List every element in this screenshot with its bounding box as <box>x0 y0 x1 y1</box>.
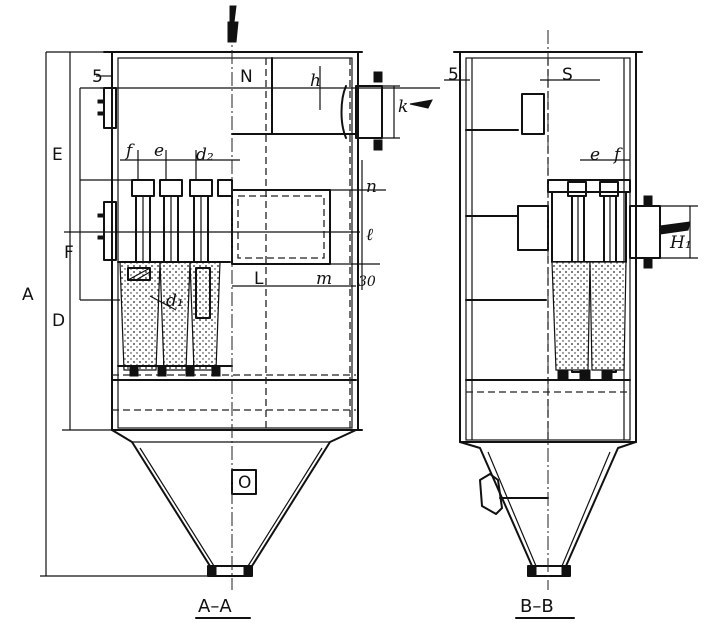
inlet-box <box>231 189 331 265</box>
inlet-duct-b <box>629 205 661 259</box>
label-f-small: f <box>124 141 135 161</box>
cyclone-group-a <box>117 179 233 377</box>
label-l-small: ℓ <box>366 225 373 245</box>
cyclone-group-b <box>547 179 631 381</box>
label-a-dim: A <box>22 285 34 305</box>
label-d1: d₁ <box>166 291 184 311</box>
outlet-duct <box>355 85 383 139</box>
label-n-small: n <box>366 177 377 197</box>
label-h: h <box>310 71 321 91</box>
label-d-dim: D <box>52 311 65 331</box>
caption-view-a: A–A <box>198 596 232 617</box>
label-e-b: e <box>590 145 600 165</box>
label-k: k <box>398 97 408 117</box>
caption-view-b: B–B <box>520 596 554 617</box>
label-l-upper: L <box>254 269 264 289</box>
label-s-upper-b: S <box>562 65 573 85</box>
label-m: m <box>316 269 332 289</box>
label-d2: d₂ <box>196 145 214 165</box>
view-a-housing <box>111 51 359 431</box>
label-o: O <box>238 473 251 493</box>
label-s-dim: 5 <box>92 67 103 87</box>
view-a-hopper <box>111 429 357 567</box>
view-b-section <box>444 30 698 590</box>
label-n-upper: N <box>240 67 253 87</box>
label-thirty: 30 <box>358 274 376 290</box>
label-f-dim: F <box>64 243 74 263</box>
label-s-b: 5 <box>448 65 459 85</box>
label-e-dim: E <box>52 145 63 165</box>
label-f-b: f <box>612 145 623 165</box>
view-a-section <box>40 5 440 590</box>
label-h1: H₁ <box>669 233 692 253</box>
label-e-small: e <box>154 141 164 161</box>
